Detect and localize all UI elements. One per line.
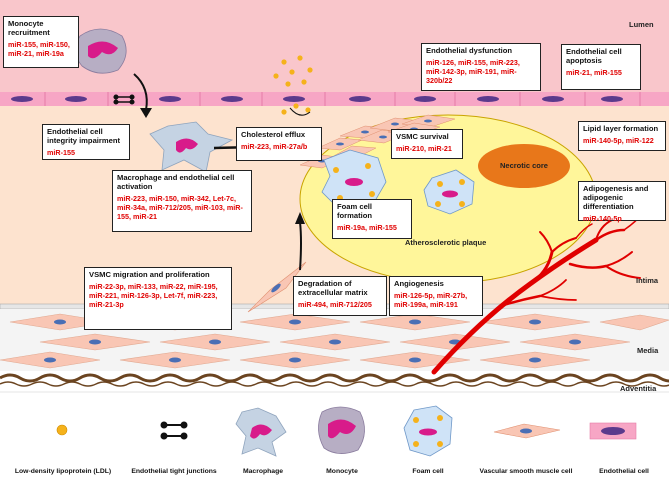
necrotic-core-label: Necrotic core <box>500 161 548 170</box>
box-title: Adipogenesis and adipogenic differentiat… <box>583 184 649 212</box>
intima-label: Intima <box>636 276 659 285</box>
box-mirnas: miR-494, miR-712/205 <box>298 300 372 310</box>
ldl-uptake-path <box>289 107 311 116</box>
box-cholesterol-efflux: Cholesterol efflux miR-223, miR-27a/b <box>236 127 322 161</box>
box-title: Endothelial cell apoptosis <box>566 47 622 66</box>
box-mirnas: miR-223, miR-150, miR-342, Let-7c, miR-3… <box>117 194 243 222</box>
box-title: Degradation of extracellular matrix <box>298 279 368 298</box>
lumen-label: Lumen <box>629 20 654 29</box>
migrating-vsmc <box>247 261 307 313</box>
box-foam-cell: Foam cell formation miR-19a, miR-155 <box>332 199 412 239</box>
legend-vsmc-label: Vascular smooth muscle cell <box>479 468 573 475</box>
legend-macrophage-icon <box>235 407 287 457</box>
macrophage-icon <box>149 121 234 173</box>
box-title: Endothelial cell integrity impairment <box>47 127 120 146</box>
ldl-particles <box>273 55 313 115</box>
legend-endothelial-cell-icon <box>589 422 637 440</box>
media-label: Media <box>637 346 659 355</box>
box-mirnas: miR-126-5p, miR-27b, miR-199a, miR-191 <box>394 291 468 310</box>
necrotic-core <box>478 144 570 188</box>
box-lipid-layer: Lipid layer formation miR-140-5p, miR-12… <box>578 121 666 151</box>
endothelial-cells <box>44 92 641 106</box>
box-vsmc-migration: VSMC migration and proliferation miR-22-… <box>84 267 232 330</box>
legend-vsmc-icon <box>493 423 561 439</box>
box-mirnas: miR-155 <box>47 148 75 158</box>
box-title: Endothelial dysfunction <box>426 46 513 55</box>
legend-ldl-label: Low-density lipoprotein (LDL) <box>14 468 112 475</box>
legend-ldl-icon <box>56 424 68 436</box>
box-degradation: Degradation of extracellular matrix miR-… <box>293 276 387 316</box>
legend-endothelial-label: Endothelial cell <box>599 468 649 475</box>
recruitment-arrow <box>133 73 148 111</box>
box-title: Lipid layer formation <box>583 124 659 133</box>
vsmc-arrowhead <box>295 212 305 224</box>
box-mirnas: miR-210, miR-21 <box>396 144 452 154</box>
box-endothelial-integrity: Endothelial cell integrity impairment mi… <box>42 124 130 160</box>
box-mirnas: miR-140-5p <box>583 214 622 224</box>
adventitia-fibers <box>0 373 669 383</box>
adventitia-fibers-2 <box>0 381 669 387</box>
box-title: Macrophage and endothelial cell activati… <box>117 173 235 192</box>
media-cell-nuclei <box>44 319 581 363</box>
box-mirnas: miR-126, miR-155, miR-223, miR-142-3p, m… <box>426 58 520 86</box>
box-angiogenesis: Angiogenesis miR-126-5p, miR-27b, miR-19… <box>389 276 483 316</box>
legend-tight-junction-icon <box>160 421 188 440</box>
box-title: Foam cell formation <box>337 202 373 221</box>
legend-macrophage-label: Macrophage <box>242 468 284 475</box>
box-mirnas: miR-140-5p, miR-122 <box>583 136 654 146</box>
box-endothelial-apoptosis: Endothelial cell apoptosis miR-21, miR-1… <box>561 44 641 90</box>
box-adipogenesis: Adipogenesis and adipogenic differentiat… <box>578 181 666 224</box>
monocyte-icon <box>75 28 127 74</box>
box-macrophage-activation: Macrophage and endothelial cell activati… <box>112 170 252 232</box>
legend-foam-cell-icon <box>403 405 453 457</box>
legend-tight-junction-label: Endothelial tight junctions <box>131 468 217 475</box>
angiogenesis-vessels <box>431 211 645 375</box>
box-monocyte-recruitment: Monocyte recruitment miR-155, miR-150, m… <box>3 16 79 68</box>
box-title: Cholesterol efflux <box>241 130 306 139</box>
box-title: VSMC migration and proliferation <box>89 270 210 279</box>
box-title: Monocyte recruitment <box>8 19 50 38</box>
box-vsmc-survival: VSMC survival miR-210, miR-21 <box>391 129 463 159</box>
recruitment-arrowhead <box>140 108 152 118</box>
adventitia-label: Adventitia <box>620 384 657 393</box>
foam-cell-1 <box>321 149 387 211</box>
box-endothelial-dysfunction: Endothelial dysfunction miR-126, miR-155… <box>421 43 541 91</box>
box-title: VSMC survival <box>396 132 449 141</box>
box-mirnas: miR-22-3p, miR-133, miR-22, miR-195, miR… <box>89 282 218 310</box>
tight-junction-icon <box>113 94 135 105</box>
endothelial-nuclei <box>11 96 623 102</box>
box-mirnas: miR-21, miR-155 <box>566 68 622 78</box>
vsmc-arrow <box>299 221 302 271</box>
box-mirnas: miR-155, miR-150, miR-21, miR-19a <box>8 40 70 59</box>
box-title: Angiogenesis <box>394 279 444 288</box>
legend-monocyte-label: Monocyte <box>326 468 358 475</box>
endothelium-layer <box>0 92 669 106</box>
legend-foam-cell-label: Foam cell <box>412 468 444 475</box>
legend-monocyte-icon <box>318 406 365 454</box>
box-mirnas: miR-223, miR-27a/b <box>241 142 308 152</box>
box-mirnas: miR-19a, miR-155 <box>337 223 397 233</box>
foam-cell-2 <box>423 169 475 215</box>
plaque-label: Atherosclerotic plaque <box>405 238 487 247</box>
